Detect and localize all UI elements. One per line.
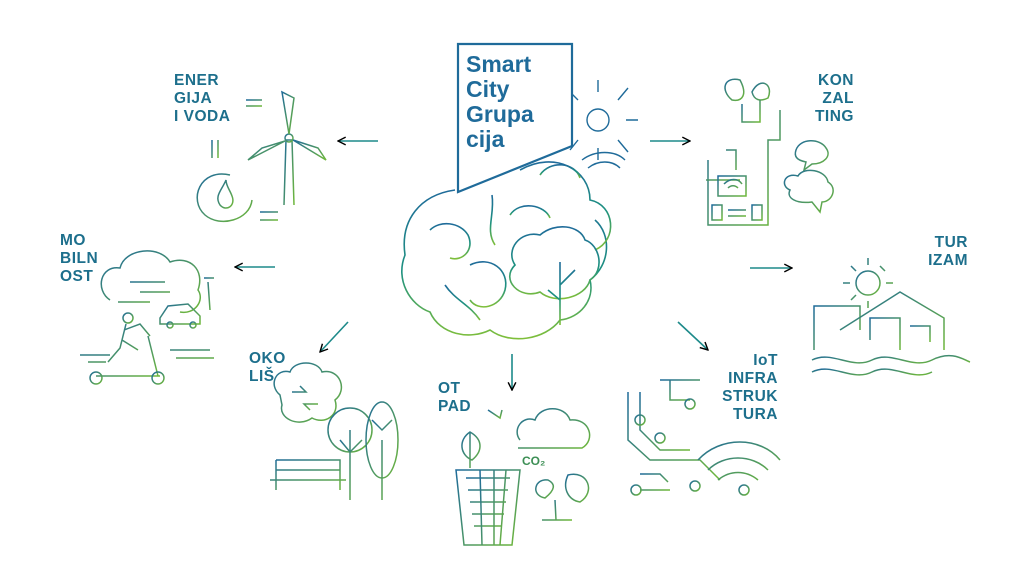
label-energija-1: ENER [174, 72, 220, 89]
tourism-icon [811, 258, 971, 385]
label-okolis-1: OKO [249, 350, 286, 367]
label-okolis: OKO LIŠ [249, 350, 286, 386]
label-iot-2: INFRA [728, 370, 778, 387]
label-otpad: OT PAD [438, 380, 471, 416]
waste-icon [455, 408, 591, 546]
label-iot: IoT INFRA STRUK TURA [700, 352, 778, 424]
logo-line-2: City [466, 76, 510, 102]
logo-line-1: Smart [466, 51, 532, 77]
label-otpad-2: PAD [438, 398, 472, 415]
label-energija-2: GIJA [174, 90, 213, 107]
energy-water-icon [196, 90, 327, 223]
label-mobilnost-3: OST [60, 268, 94, 285]
co2-label: CO₂ [522, 454, 546, 468]
logo-line-4: cija [466, 126, 505, 152]
environment-icon [262, 362, 400, 501]
arrows [235, 141, 792, 390]
label-mobilnost: MO BILN OST [60, 232, 98, 286]
mobility-icon [80, 250, 214, 385]
label-turizam-1: TUR [934, 234, 968, 251]
label-konzalting-1: KON [818, 72, 854, 89]
label-otpad-1: OT [438, 380, 461, 397]
label-okolis-2: LIŠ [249, 368, 275, 385]
label-konzalting: KON ZAL TING [790, 72, 854, 126]
label-iot-3: STRUK [722, 388, 778, 405]
label-mobilnost-2: BILN [60, 250, 99, 267]
logo-title: Smart City Grupa cija [466, 52, 534, 152]
label-konzalting-3: TING [814, 108, 854, 125]
iot-icon [627, 379, 781, 501]
label-mobilnost-1: MO [60, 232, 86, 249]
label-iot-1: IoT [753, 352, 778, 369]
brain-tree-illustration [401, 161, 612, 340]
label-turizam-2: IZAM [928, 252, 968, 269]
label-energija: ENER GIJA I VODA [174, 72, 230, 126]
label-energija-3: I VODA [174, 108, 231, 125]
consulting-icon [706, 78, 834, 226]
logo-shield [456, 42, 574, 194]
label-konzalting-2: ZAL [822, 90, 854, 107]
label-turizam: TUR IZAM [900, 234, 968, 270]
logo-line-3: Grupa [466, 101, 534, 127]
label-iot-4: TURA [732, 406, 778, 423]
